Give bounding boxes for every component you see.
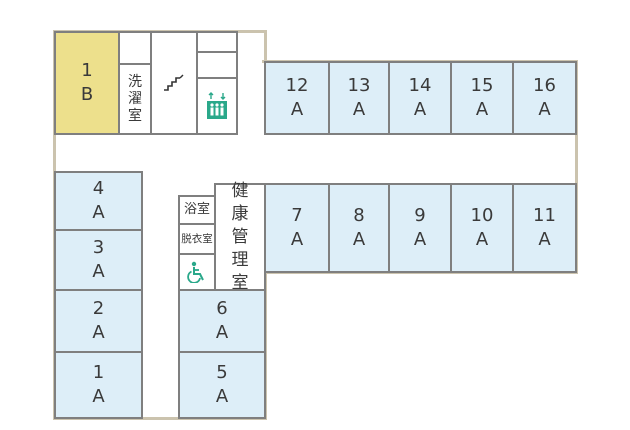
room-number: 13 xyxy=(347,75,371,96)
dressing-room[interactable]: 脱衣室 xyxy=(178,223,216,255)
room-1B[interactable]: 1 B xyxy=(54,31,120,135)
room-number: 9 xyxy=(414,205,426,226)
machine-room-top xyxy=(196,31,238,53)
room-number: 1 xyxy=(92,362,105,383)
room-number: 12 xyxy=(285,75,309,96)
bathroom[interactable]: 浴室 xyxy=(178,195,216,225)
elevator-icon xyxy=(206,92,228,120)
room-type: A xyxy=(352,99,366,120)
laundry-label: 洗 濯 室 xyxy=(128,73,142,124)
room-number: 15 xyxy=(470,75,494,96)
room-number: 1 xyxy=(81,60,93,81)
machine-room-mid xyxy=(196,51,238,79)
room-type: A xyxy=(290,99,304,120)
room-9A[interactable]: 9 A xyxy=(388,183,452,273)
room-type: A xyxy=(352,229,366,250)
bathroom-label: 浴室 xyxy=(183,202,210,217)
room-type: A xyxy=(92,202,105,223)
room-10A[interactable]: 10 A xyxy=(450,183,514,273)
room-type: A xyxy=(538,229,551,250)
room-14A[interactable]: 14 A xyxy=(388,61,452,135)
room-number: 6 xyxy=(216,298,228,319)
laundry-room[interactable]: 洗 濯 室 xyxy=(118,63,152,135)
room-4A[interactable]: 4 A xyxy=(54,171,143,231)
room-number: 11 xyxy=(533,205,556,226)
room-type: A xyxy=(215,322,229,343)
room-6A[interactable]: 6 A xyxy=(178,289,266,353)
room-type: A xyxy=(538,99,551,120)
health-management-room[interactable]: 健 康 管 理 室 xyxy=(214,181,266,293)
room-type: A xyxy=(215,386,229,407)
health-management-label: 健 康 管 理 室 xyxy=(231,180,249,293)
room-15A[interactable]: 15 A xyxy=(450,61,514,135)
room-number: 16 xyxy=(533,75,556,96)
room-type: A xyxy=(92,261,105,282)
accessible-toilet[interactable] xyxy=(178,253,216,291)
room-11A[interactable]: 11 A xyxy=(512,183,577,273)
room-number: 5 xyxy=(216,362,228,383)
room-number: 3 xyxy=(92,237,105,258)
room-8A[interactable]: 8 A xyxy=(328,183,390,273)
room-type: B xyxy=(80,84,94,105)
room-7A[interactable]: 7 A xyxy=(264,183,330,273)
dressing-room-label: 脱衣室 xyxy=(181,233,213,245)
stairs-icon xyxy=(163,74,185,92)
room-13A[interactable]: 13 A xyxy=(328,61,390,135)
room-12A[interactable]: 12 A xyxy=(264,61,330,135)
room-type: A xyxy=(413,99,427,120)
room-number: 10 xyxy=(470,205,494,226)
stairwell[interactable] xyxy=(150,31,198,135)
room-type: A xyxy=(475,99,489,120)
room-type: A xyxy=(92,322,105,343)
room-number: 14 xyxy=(408,75,432,96)
room-number: 7 xyxy=(291,205,303,226)
room-16A[interactable]: 16 A xyxy=(512,61,577,135)
room-type: A xyxy=(92,386,105,407)
room-type: A xyxy=(290,229,304,250)
room-type: A xyxy=(413,229,427,250)
room-3A[interactable]: 3 A xyxy=(54,229,143,291)
room-number: 8 xyxy=(353,205,365,226)
room-2A[interactable]: 2 A xyxy=(54,289,143,353)
room-5A[interactable]: 5 A xyxy=(178,351,266,419)
elevator[interactable] xyxy=(196,77,238,135)
storage-small-1 xyxy=(118,31,152,65)
room-number: 2 xyxy=(92,298,105,319)
room-type: A xyxy=(475,229,489,250)
wheelchair-icon xyxy=(187,261,207,283)
room-1A[interactable]: 1 A xyxy=(54,351,143,419)
corridor-wall xyxy=(54,171,56,419)
room-number: 4 xyxy=(92,178,105,199)
